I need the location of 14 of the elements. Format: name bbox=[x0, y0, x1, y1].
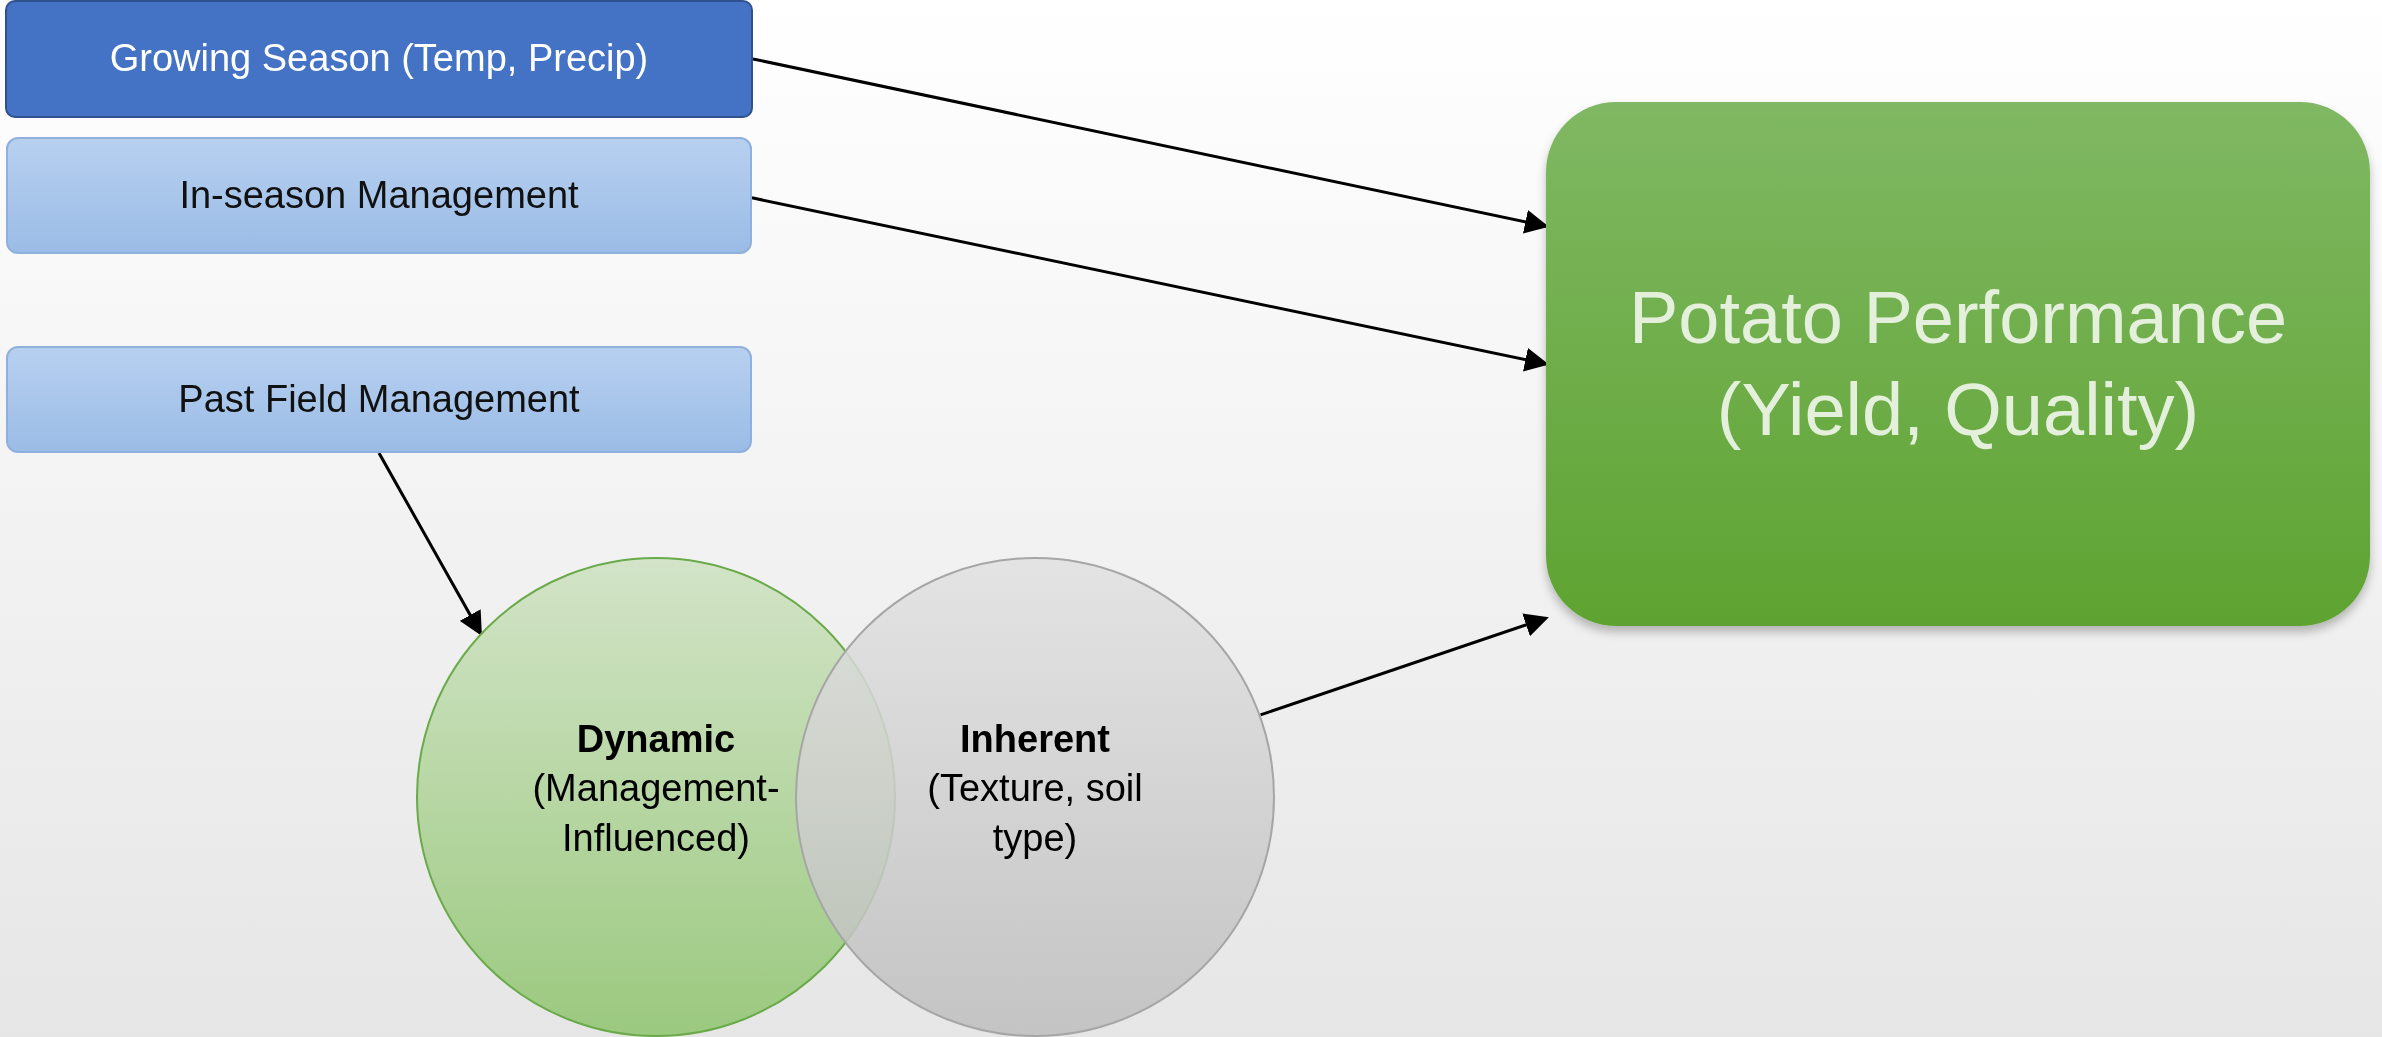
box-label: Past Field Management bbox=[177, 376, 581, 422]
factor-box bbox=[6, 346, 752, 453]
arrow bbox=[377, 452, 482, 636]
circle-title: Inherent bbox=[959, 717, 1111, 762]
factor-box bbox=[6, 137, 752, 254]
box-label: In-season Management bbox=[178, 172, 580, 218]
circle-label: (Management-Influenced) bbox=[531, 766, 781, 861]
outcome-box bbox=[1546, 102, 2370, 626]
arrow bbox=[1260, 613, 1549, 717]
factor-box bbox=[5, 0, 753, 118]
box-label: Potato Performance (Yield, Quality) bbox=[1627, 274, 2289, 453]
box-label: Growing Season (Temp, Precip) bbox=[108, 36, 650, 82]
circle-title: Dynamic bbox=[575, 717, 737, 762]
circle-label: (Texture, soil type) bbox=[926, 766, 1144, 861]
